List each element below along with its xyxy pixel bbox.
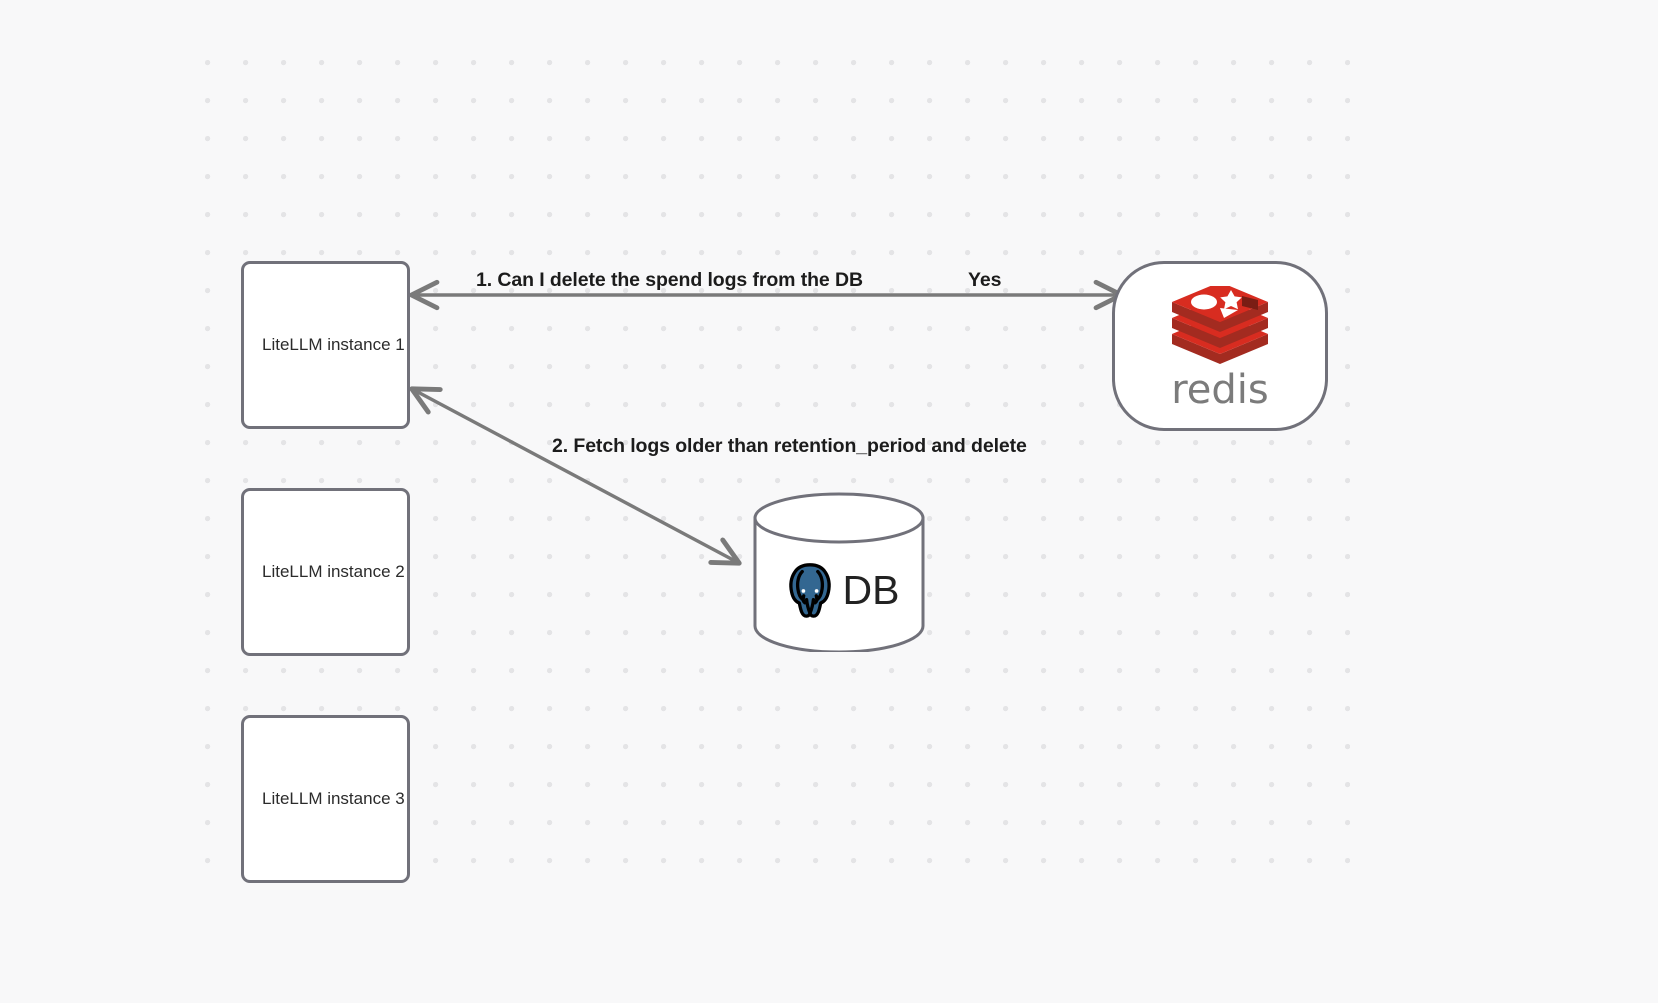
edge-label-step-2: 2. Fetch logs older than retention_perio…: [552, 435, 1027, 457]
redis-stack-icon: [1172, 286, 1268, 364]
node-label: LiteLLM instance 1: [262, 334, 405, 354]
postgresql-elephant-icon: [788, 563, 831, 618]
redis-logo: redis: [1168, 286, 1272, 410]
node-label: LiteLLM instance 2: [262, 561, 405, 581]
edge-litellm1-db: [409, 386, 742, 566]
database-cylinder-shape: [753, 492, 925, 652]
node-litellm-instance-3[interactable]: LiteLLM instance 3: [241, 715, 410, 883]
node-database[interactable]: DB: [752, 492, 926, 652]
node-litellm-instance-1[interactable]: LiteLLM instance 1: [241, 261, 410, 429]
redis-wordmark: redis: [1171, 367, 1269, 413]
edge-label-step-1: 1. Can I delete the spend logs from the …: [476, 269, 863, 291]
node-label: LiteLLM instance 3: [262, 788, 405, 808]
node-litellm-instance-2[interactable]: LiteLLM instance 2: [241, 488, 410, 656]
edge-label-yes: Yes: [968, 269, 1002, 291]
node-redis[interactable]: redis: [1112, 261, 1328, 431]
database-label: DB: [842, 566, 900, 613]
